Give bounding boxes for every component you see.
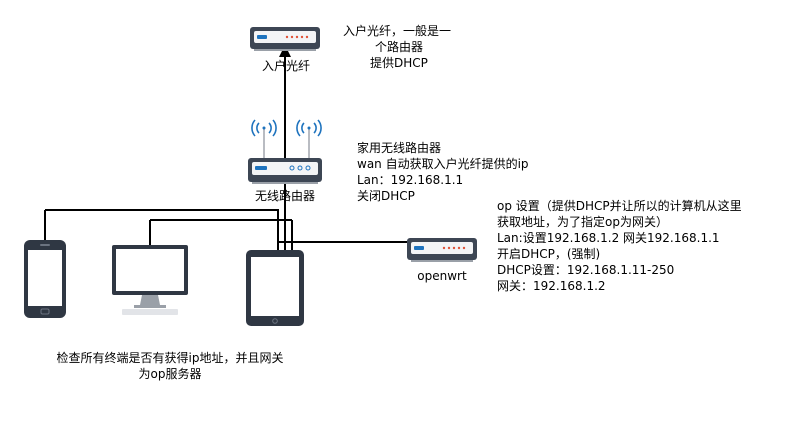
openwrt-note-line: Lan:设置192.168.1.2 网关192.168.1.1	[497, 231, 720, 245]
fiber-router-device[interactable]	[250, 27, 320, 51]
wifi-router-device[interactable]	[248, 119, 322, 184]
connections	[44, 55, 408, 250]
openwrt-note-line: DHCP设置：192.168.1.11-250	[497, 263, 675, 277]
fiber-note-line: 提供DHCP	[370, 56, 428, 70]
fiber-note-line: 个路由器	[375, 40, 424, 54]
wifi-antenna-left-icon	[251, 119, 277, 160]
wifi-note-line: 关闭DHCP	[357, 189, 415, 203]
wifi-note-line: 家用无线路由器	[357, 141, 442, 155]
openwrt-note-line: 网关：192.168.1.2	[497, 279, 606, 293]
phone-device[interactable]	[24, 240, 66, 318]
terminals-note-line: 检查所有终端是否有获得ip地址，并且网关	[56, 351, 284, 365]
terminals-note-line: 为op服务器	[138, 367, 202, 381]
desktop-monitor-device[interactable]	[112, 245, 188, 315]
port-lights-icon	[285, 35, 309, 39]
wifi-note-line: Lan：192.168.1.1	[357, 173, 464, 187]
openwrt-label: openwrt	[417, 269, 467, 283]
fiber-router-label: 入户光纤	[261, 59, 310, 73]
openwrt-device[interactable]	[407, 238, 477, 262]
fiber-note-line: 入户光纤，一般是一	[343, 24, 452, 38]
edge-bus-top	[45, 209, 279, 250]
openwrt-note-line: 获取地址，为了指定op为网关）	[497, 215, 668, 229]
status-light-icon	[257, 35, 267, 39]
wifi-antenna-right-icon	[296, 119, 322, 160]
wifi-note-line: wan 自动获取入户光纤提供的ip	[357, 157, 529, 171]
openwrt-note-line: op 设置（提供DHCP并让所以的计算机从这里	[497, 199, 742, 213]
openwrt-note-line: 开启DHCP，(强制)	[497, 247, 601, 261]
wifi-router-label: 无线路由器	[254, 189, 315, 203]
tablet-device[interactable]	[246, 250, 304, 326]
